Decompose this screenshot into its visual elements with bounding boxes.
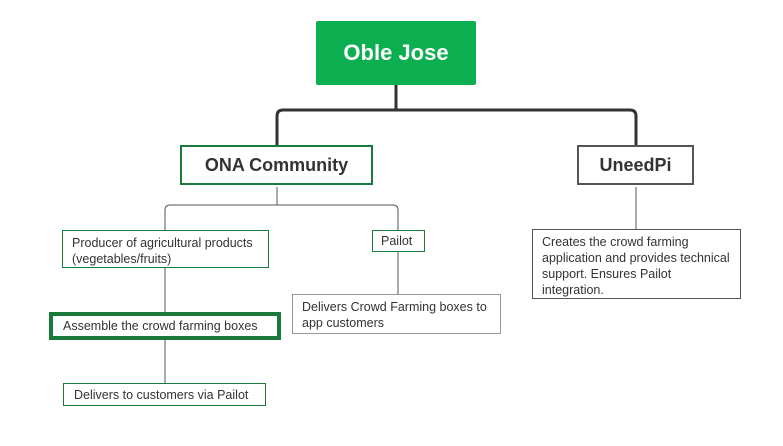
leaf-node-uneedpi-description[interactable]: Creates the crowd farming application an…	[532, 229, 741, 299]
leaf-node-producer[interactable]: Producer of agricultural products (veget…	[62, 230, 269, 268]
leaf-node-pailot-delivers[interactable]: Delivers Crowd Farming boxes to app cust…	[292, 294, 501, 334]
leaf-node-pailot[interactable]: Pailot	[372, 230, 425, 252]
branch-node-uneedpi[interactable]: UneedPi	[577, 145, 694, 185]
connector-root-to-branches	[275, 85, 638, 145]
connector-ona-to-children	[164, 187, 399, 230]
leaf-node-assemble-boxes[interactable]: Assemble the crowd farming boxes	[49, 312, 281, 340]
leaf-node-delivers-via-pailot[interactable]: Delivers to customers via Pailot	[63, 383, 266, 406]
root-node[interactable]: Oble Jose	[316, 21, 476, 85]
branch-node-ona-community[interactable]: ONA Community	[180, 145, 373, 185]
